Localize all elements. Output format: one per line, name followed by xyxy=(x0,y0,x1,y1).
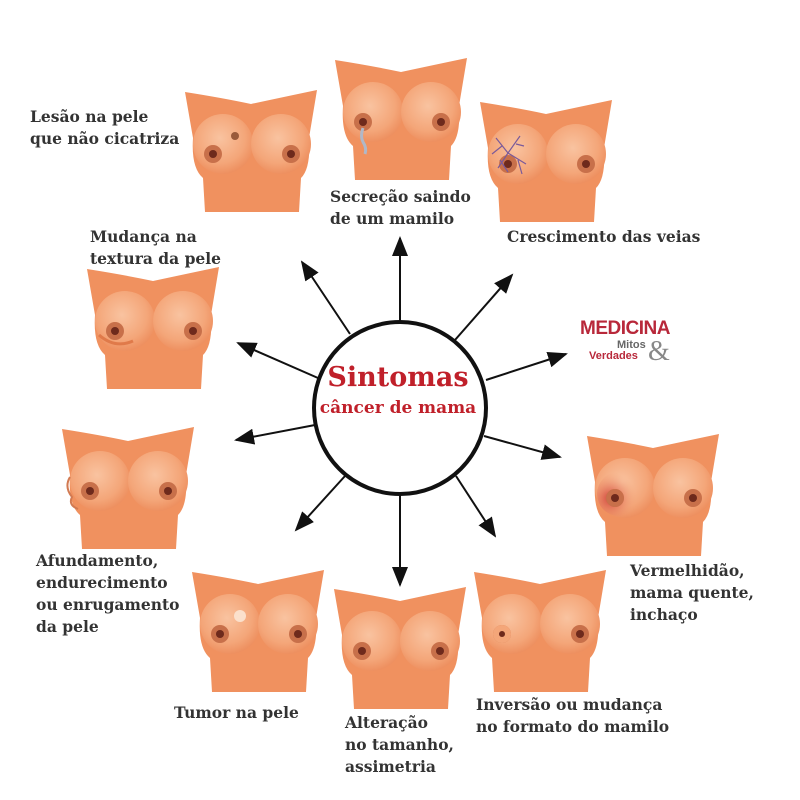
torso-redness xyxy=(585,432,721,556)
torso-skin-texture xyxy=(85,265,221,389)
label-redness: Vermelhidão,mama quente,inchaço xyxy=(630,561,754,624)
center-subtitle: câncer de mama xyxy=(319,398,477,418)
arrow xyxy=(234,424,316,445)
center-circle xyxy=(312,320,488,496)
torso-skin-tumor xyxy=(190,568,326,692)
label-vein-growth: Crescimento das veias xyxy=(507,227,701,246)
torso-vein-growth xyxy=(478,98,614,222)
torso-asymmetry xyxy=(332,585,468,709)
label-skin-tumor: Tumor na pele xyxy=(174,703,299,722)
torso-nipple-discharge xyxy=(333,56,469,180)
arrow xyxy=(455,475,497,538)
logo: MEDICINA Mitos Verdades & xyxy=(580,318,670,367)
arrow xyxy=(300,260,351,335)
torso-nipple-inversion xyxy=(472,568,608,692)
arrow xyxy=(454,273,514,341)
torso-dimpling xyxy=(60,425,196,549)
arrow xyxy=(294,475,346,532)
arrow xyxy=(485,351,568,381)
arrow xyxy=(236,342,319,379)
arrow xyxy=(483,435,562,460)
center-title: Sintomas xyxy=(327,362,469,393)
torso-skin-lesion xyxy=(183,88,319,212)
